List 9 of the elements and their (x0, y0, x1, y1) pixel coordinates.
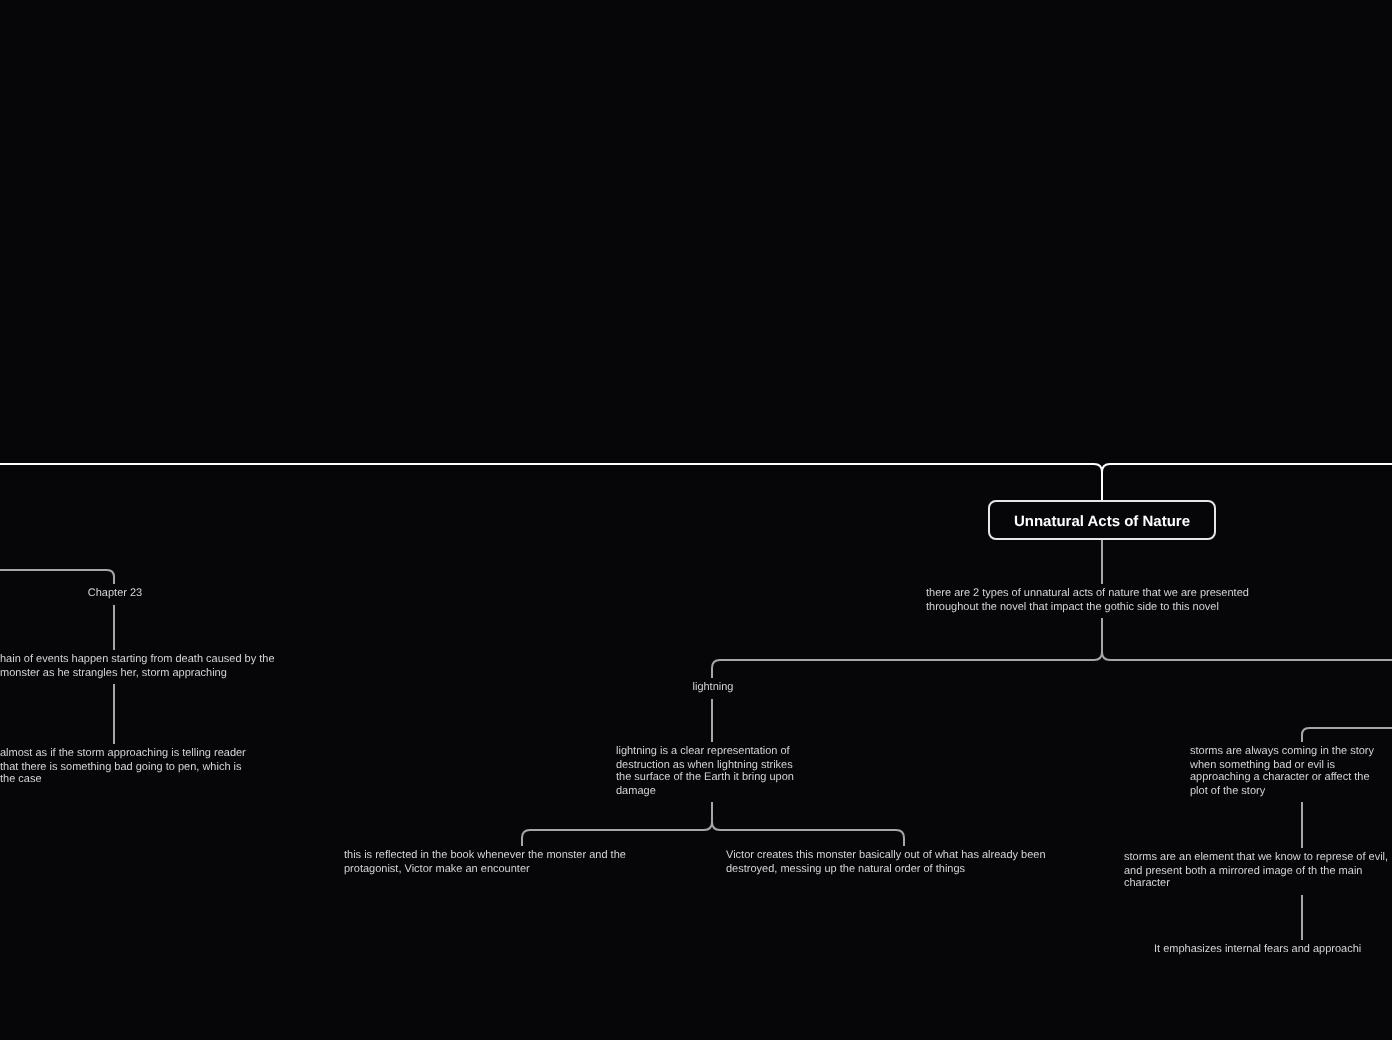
connector-line (113, 683, 115, 745)
connector-line (711, 698, 713, 743)
connector-line (1301, 894, 1303, 941)
connector-line (113, 604, 115, 651)
connector-line (1101, 539, 1103, 585)
connector-line (0, 569, 115, 585)
connector-line (1301, 801, 1303, 849)
connector-line (1101, 617, 1392, 661)
connector-line (1101, 463, 1392, 501)
